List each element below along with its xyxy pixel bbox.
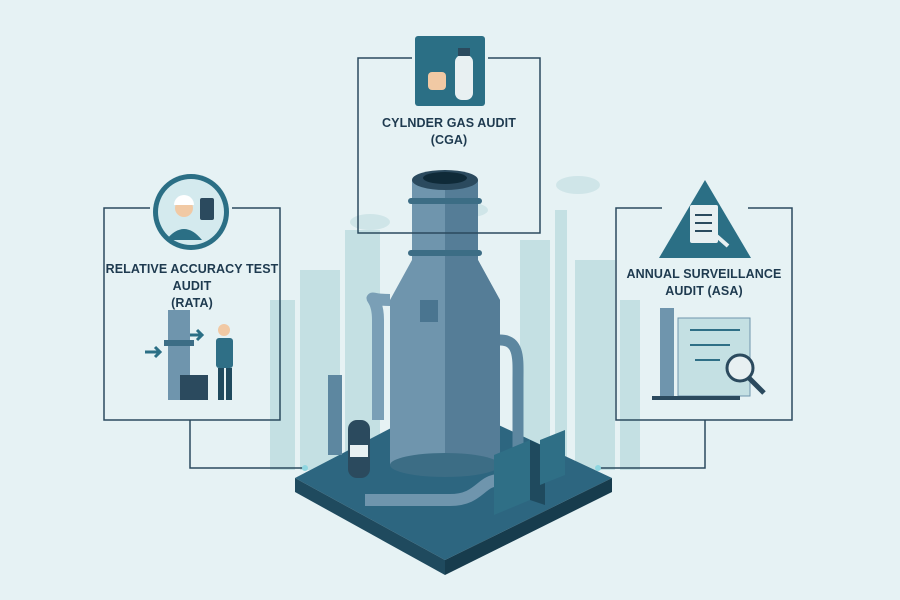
asa-label: ANNUAL SURVEILLANCE AUDIT (ASA) (616, 266, 792, 300)
cga-label: CYLNDER GAS AUDIT (CGA) (358, 115, 540, 149)
technician-badge-icon (153, 174, 229, 250)
asa-abbr: AUDIT (ASA) (665, 284, 743, 298)
cga-title: CYLNDER GAS AUDIT (382, 116, 516, 130)
audit-checklist-badge-icon (659, 180, 751, 258)
control-panel (328, 375, 342, 455)
analyzer-cabinet-icon (494, 430, 565, 515)
platform (295, 400, 612, 575)
cga-abbr: (CGA) (430, 133, 468, 147)
asa-title: ANNUAL SURVEILLANCE (626, 267, 782, 281)
emission-stack (365, 170, 524, 506)
panel-frames (103, 57, 793, 421)
rata-abbr: (RATA) (171, 296, 213, 310)
rata-title: RELATIVE ACCURACY TEST AUDIT (105, 262, 279, 293)
asa-scene-icon (652, 308, 766, 400)
rata-label: RELATIVE ACCURACY TEST AUDIT (RATA) (104, 261, 280, 312)
gas-cylinder-icon (348, 420, 370, 478)
gas-cylinder-badge-icon (415, 36, 485, 106)
rata-scene-icon (145, 310, 233, 400)
